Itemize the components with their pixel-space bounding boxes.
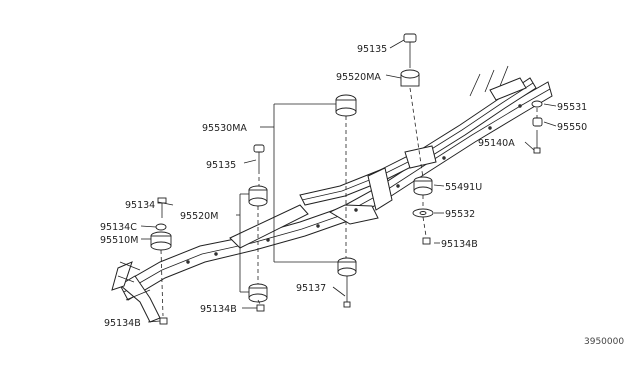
callout-labels: 95135 95520MA 95531 95550 95140A 95530MA… bbox=[100, 44, 624, 347]
callout-95550: 95550 bbox=[557, 122, 587, 133]
callout-95134: 95134 bbox=[125, 200, 155, 211]
frame-assembly bbox=[111, 65, 553, 323]
callout-95135-mid: 95135 bbox=[206, 160, 236, 171]
assembly-lines bbox=[160, 87, 538, 317]
leader-lines bbox=[140, 39, 557, 323]
callout-95137: 95137 bbox=[296, 283, 326, 294]
callout-95520m: 95520M bbox=[180, 211, 218, 222]
callout-95134b-mid: 95134B bbox=[200, 304, 237, 315]
callout-55491u: 55491U bbox=[445, 182, 482, 193]
callout-95134c: 95134C bbox=[100, 222, 137, 233]
diagram-code: 3950000 bbox=[584, 337, 624, 347]
mount-parts bbox=[150, 33, 543, 325]
callout-95134b-left: 95134B bbox=[104, 318, 141, 329]
callout-95134b-right: 95134B bbox=[441, 239, 478, 250]
callout-95140a: 95140A bbox=[478, 138, 515, 149]
callout-95532: 95532 bbox=[445, 209, 475, 220]
callout-95531: 95531 bbox=[557, 102, 587, 113]
callout-95510m: 95510M bbox=[100, 235, 138, 246]
callout-95135-top: 95135 bbox=[357, 44, 387, 55]
callout-95530ma: 95530MA bbox=[202, 123, 247, 134]
callout-95520ma: 95520MA bbox=[336, 72, 381, 83]
